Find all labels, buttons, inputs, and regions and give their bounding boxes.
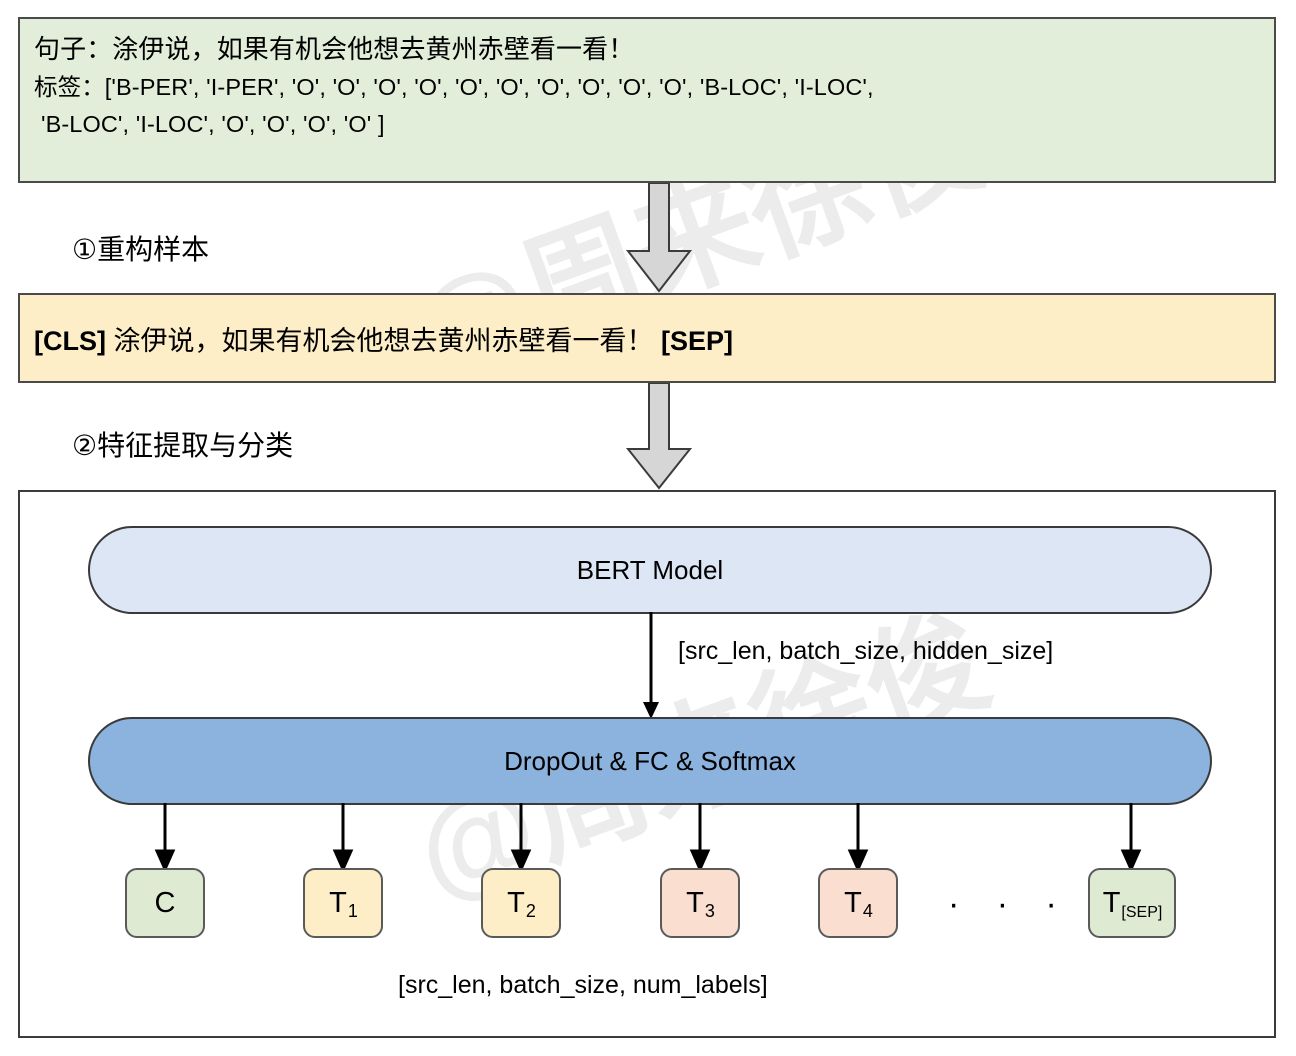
ellipsis-dots: · · · · [948,885,1120,923]
token-box-c[interactable]: C [125,868,205,938]
sample-labels-line-2: 'B-LOC', 'I-LOC', 'O', 'O', 'O', 'O' ] [41,111,385,137]
token-t1-sub: 1 [347,900,358,921]
hidden-shape-label: [src_len, batch_size, hidden_size] [678,637,1054,665]
cls-sentence-box: [CLS] 涂伊说，如果有机会他想去黄州赤壁看一看！ [SEP] [18,293,1276,383]
token-tsep-text: T[SEP] [1102,886,1163,921]
block-arrow-1 [625,183,693,293]
token-t1-base: T [329,886,347,919]
bert-model-block[interactable]: BERT Model [88,526,1212,614]
bert-model-label: BERT Model [576,554,724,585]
token-t4-sub: 4 [862,900,873,921]
cls-sentence-text: [CLS] 涂伊说，如果有机会他想去黄州赤壁看一看！ [SEP] [34,319,733,358]
sample-sentence-line: 句子：涂伊说，如果有机会他想去黄州赤壁看一看！ [34,34,635,64]
sample-labels-line-1: 标签：['B-PER', 'I-PER', 'O', 'O', 'O', 'O'… [34,74,874,100]
bert-to-head-arrow [643,612,659,719]
token-c-base: C [154,886,176,919]
token-t2-sub: 2 [525,900,536,921]
token-t3-sub: 3 [704,900,715,921]
dropout-fc-softmax-block[interactable]: DropOut & FC & Softmax [88,717,1212,805]
token-t4-base: T [844,886,862,919]
cls-token: [CLS] [34,325,106,356]
step-2-label: ②特征提取与分类 [72,430,294,461]
cls-sentence-body: 涂伊说，如果有机会他想去黄州赤壁看一看！ [113,325,654,356]
dropout-fc-softmax-label: DropOut & FC & Softmax [504,745,796,776]
token-c-text: C [155,887,176,920]
model-panel [18,490,1276,1038]
token-tsep-base: T [1102,886,1121,919]
sample-box: 句子：涂伊说，如果有机会他想去黄州赤壁看一看！ 标签：['B-PER', 'I-… [18,17,1276,183]
head-to-tokens-arrows [154,803,1142,873]
output-shape-label: [src_len, batch_size, num_labels] [398,971,768,999]
sep-token: [SEP] [661,325,734,356]
token-tsep-sub: [SEP] [1121,903,1163,921]
token-box-tsep[interactable]: T[SEP] [1088,868,1176,938]
block-arrow-2 [625,383,693,490]
token-t2-base: T [507,886,525,919]
token-t3-base: T [686,886,704,919]
step-1-label: ①重构样本 [72,234,210,265]
